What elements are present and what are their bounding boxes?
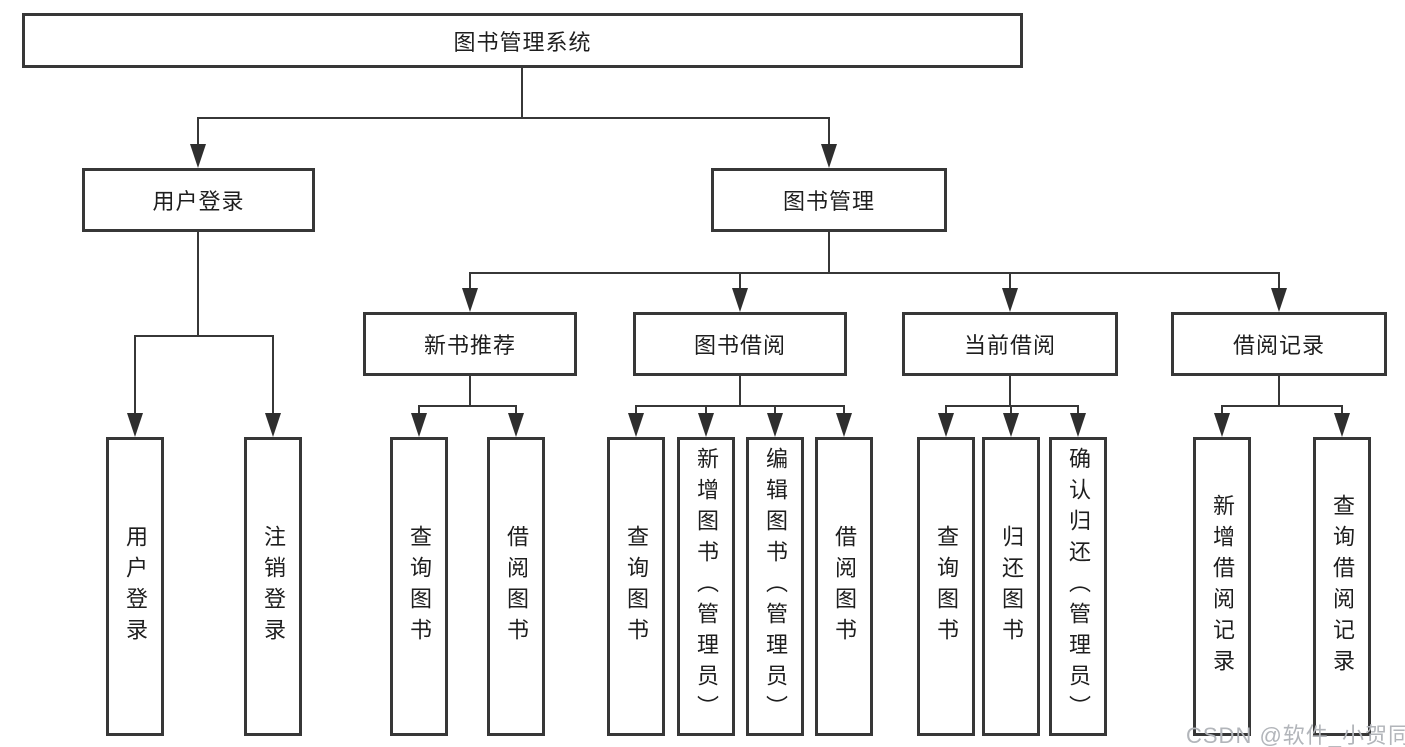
arrow-down-icon xyxy=(190,144,206,168)
leaf-borrow-books: 借阅图书 xyxy=(815,437,873,736)
arrow-down-icon xyxy=(1214,413,1230,437)
leaf-edit-books-admin: 编辑图书（管理员） xyxy=(746,437,804,736)
arrow-down-icon xyxy=(265,413,281,437)
arrow-down-icon xyxy=(767,413,783,437)
csdn-watermark: CSDN @软件_小贺同学 xyxy=(1186,723,1405,747)
arrow-down-icon xyxy=(821,144,837,168)
arrow-down-icon xyxy=(628,413,644,437)
leaf-recommend-query-books: 查询图书 xyxy=(390,437,448,736)
connector-line xyxy=(828,117,830,150)
connector-line xyxy=(739,272,741,292)
leaf-confirm-return-admin: 确认归还（管理员） xyxy=(1049,437,1107,736)
connector-line xyxy=(945,405,1079,407)
connector-line xyxy=(1278,376,1280,405)
arrow-down-icon xyxy=(1002,288,1018,312)
node-borrowing-records: 借阅记录 xyxy=(1171,312,1387,376)
arrow-down-icon xyxy=(836,413,852,437)
connector-line xyxy=(515,405,517,417)
connector-line xyxy=(272,335,274,415)
leaf-current-query-books: 查询图书 xyxy=(917,437,975,736)
arrow-down-icon xyxy=(411,413,427,437)
connector-line xyxy=(197,117,830,119)
connector-line xyxy=(197,232,199,335)
arrow-down-icon xyxy=(127,413,143,437)
arrow-down-icon xyxy=(508,413,524,437)
connector-line xyxy=(739,376,741,405)
node-user-login: 用户登录 xyxy=(82,168,315,232)
leaf-user-login: 用户登录 xyxy=(106,437,164,736)
connector-line xyxy=(774,405,776,417)
leaf-logout: 注销登录 xyxy=(244,437,302,736)
node-current-borrowing: 当前借阅 xyxy=(902,312,1118,376)
node-book-management: 图书管理 xyxy=(711,168,947,232)
connector-line xyxy=(1077,405,1079,417)
connector-line xyxy=(197,117,199,150)
leaf-recommend-borrow-books: 借阅图书 xyxy=(487,437,545,736)
leaf-borrow-query-books: 查询图书 xyxy=(607,437,665,736)
connector-line xyxy=(521,68,523,117)
leaf-query-borrow-record: 查询借阅记录 xyxy=(1313,437,1371,736)
arrow-down-icon xyxy=(938,413,954,437)
connector-line xyxy=(1009,376,1011,405)
node-book-borrowing: 图书借阅 xyxy=(633,312,847,376)
connector-line xyxy=(1009,272,1011,292)
arrow-down-icon xyxy=(1070,413,1086,437)
connector-line xyxy=(1221,405,1223,417)
connector-line xyxy=(828,232,830,272)
connector-line xyxy=(469,272,1280,274)
arrow-down-icon xyxy=(1334,413,1350,437)
connector-line xyxy=(469,272,471,292)
node-new-book-recommend: 新书推荐 xyxy=(363,312,577,376)
connector-line xyxy=(134,335,274,337)
arrow-down-icon xyxy=(462,288,478,312)
connector-line xyxy=(418,405,517,407)
connector-line xyxy=(945,405,947,417)
connector-line xyxy=(469,376,471,405)
connector-line xyxy=(1221,405,1343,407)
leaf-add-books-admin: 新增图书（管理员） xyxy=(677,437,735,736)
connector-line xyxy=(843,405,845,417)
connector-line xyxy=(1010,405,1012,417)
connector-line xyxy=(418,405,420,417)
leaf-return-books: 归还图书 xyxy=(982,437,1040,736)
connector-line xyxy=(134,335,136,415)
connector-line xyxy=(635,405,845,407)
connector-line xyxy=(705,405,707,417)
arrow-down-icon xyxy=(698,413,714,437)
arrow-down-icon xyxy=(1003,413,1019,437)
arrow-down-icon xyxy=(732,288,748,312)
node-root: 图书管理系统 xyxy=(22,13,1023,68)
leaf-add-borrow-record: 新增借阅记录 xyxy=(1193,437,1251,736)
arrow-down-icon xyxy=(1271,288,1287,312)
connector-line xyxy=(1278,272,1280,292)
connector-line xyxy=(1341,405,1343,417)
connector-line xyxy=(635,405,637,417)
